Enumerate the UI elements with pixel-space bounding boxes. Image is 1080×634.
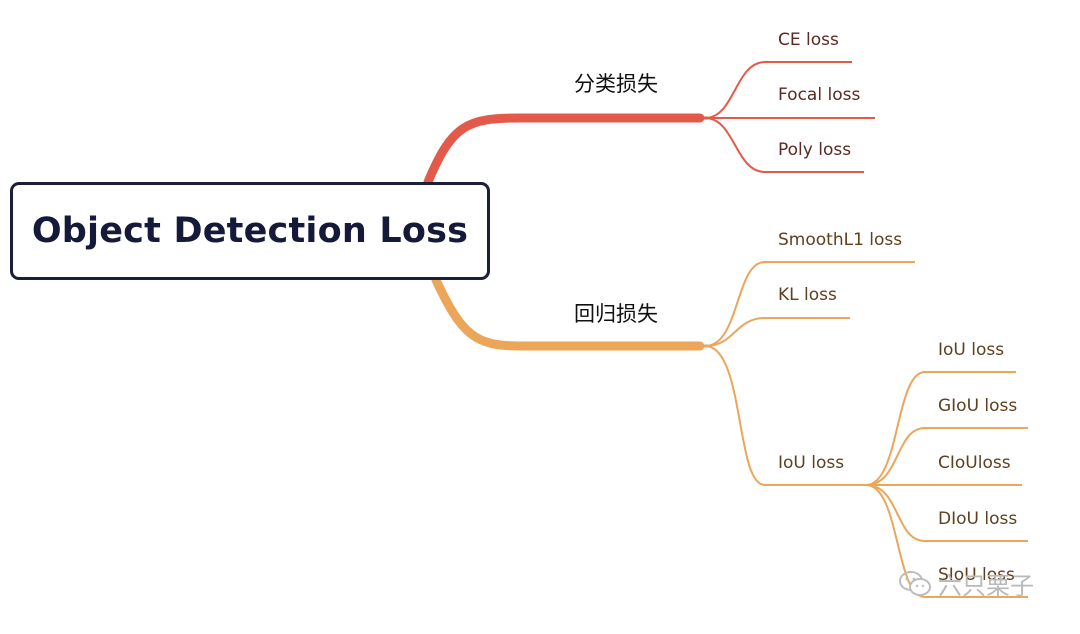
leaf-focal-loss: Focal loss bbox=[778, 85, 861, 105]
leaf-diou-loss: DIoU loss bbox=[938, 509, 1018, 529]
edge-root-classification bbox=[423, 113, 705, 187]
edge-ce-loss bbox=[704, 61, 852, 119]
edge-diou-loss bbox=[865, 484, 1028, 542]
leaf-giou-loss: GIoU loss bbox=[938, 396, 1018, 416]
leaf-kl-loss: KL loss bbox=[778, 285, 837, 305]
branch-classification-label: 分类损失 bbox=[574, 72, 658, 96]
root-title: Object Detection Loss bbox=[31, 211, 469, 251]
edge-iou-group bbox=[704, 345, 868, 486]
edge-iou-loss bbox=[865, 371, 1016, 486]
watermark-text: 六只栗子 bbox=[938, 572, 1034, 600]
edge-poly-loss bbox=[704, 117, 864, 173]
leaf-ciou-loss: CIoUloss bbox=[938, 453, 1011, 473]
edge-siou-loss bbox=[865, 484, 1028, 598]
edge-smoothl1-loss bbox=[704, 261, 915, 347]
edge-root-regression bbox=[431, 275, 705, 351]
branch-regression-label: 回归损失 bbox=[574, 302, 658, 326]
watermark: 六只栗子 bbox=[898, 566, 1034, 601]
leaf-ce-loss: CE loss bbox=[778, 30, 839, 50]
wechat-icon bbox=[899, 570, 931, 596]
leaf-iou-loss: IoU loss bbox=[938, 340, 1005, 360]
root-node: Object Detection Loss bbox=[10, 182, 490, 280]
leaf-poly-loss: Poly loss bbox=[778, 140, 852, 160]
edge-giou-loss bbox=[865, 427, 1028, 486]
leaf-iou-group: IoU loss bbox=[778, 453, 845, 473]
edge-kl-loss bbox=[704, 317, 850, 347]
leaf-smoothl1-loss: SmoothL1 loss bbox=[778, 230, 903, 250]
leaf-siou-loss: SIoU loss bbox=[938, 565, 1015, 585]
